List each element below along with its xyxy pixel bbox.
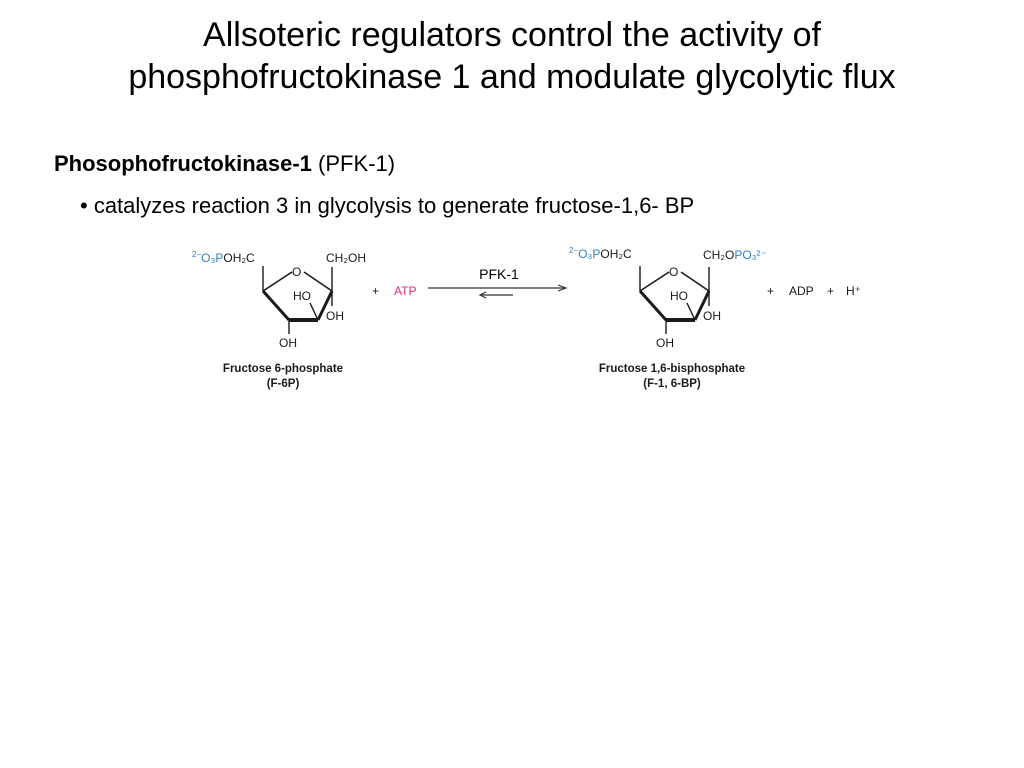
adp-label: ADP (789, 284, 814, 298)
plus-sign: + (372, 284, 379, 298)
proton-label: H⁺ (846, 284, 861, 298)
f16bp-name: Fructose 1,6-bisphosphate (599, 363, 745, 375)
fructose-1-6-bisphosphate-structure: 2−O₃POH₂C O CH₂OPO₃²⁻ HO OH OH Fructose … (569, 246, 767, 390)
f16bp-abbreviation: (F-1, 6-BP) (643, 378, 701, 390)
ring-bond (303, 271, 333, 292)
subtitle-abbreviation: (PFK-1) (311, 151, 396, 176)
f6p-name: Fructose 6-phosphate (223, 363, 343, 375)
bullet-point: • catalyzes reaction 3 in glycolysis to … (80, 193, 695, 218)
enzyme-label: PFK-1 (479, 266, 519, 282)
plus-sign: + (767, 284, 774, 298)
ch2opo3-group: CH₂OPO₃²⁻ (703, 248, 767, 262)
ring-bond (680, 271, 710, 292)
title-line-2: phosphofructokinase 1 and modulate glyco… (128, 58, 896, 96)
title-line-1: Allsoteric regulators control the activi… (203, 16, 821, 54)
substituent-bond (309, 302, 319, 321)
oh-group-bottom: OH (279, 336, 297, 350)
ring-bond-bold (316, 290, 334, 321)
ho-group: HO (670, 289, 688, 303)
forward-arrowhead (557, 284, 568, 292)
ring-bond (639, 271, 670, 292)
oh-group-right: OH (703, 309, 721, 323)
phosphate-group: 2−O₃POH₂C (569, 246, 632, 261)
plus-sign: + (827, 284, 834, 298)
slide-title: Allsoteric regulators control the activi… (0, 14, 1024, 98)
atp-label: ATP (394, 284, 416, 298)
ho-group: HO (293, 289, 311, 303)
phosphate-group: 2−O₃POH₂C (192, 250, 255, 265)
ring-bond-bold (261, 289, 291, 322)
ring-bond-bold (693, 290, 711, 321)
ring-bond (262, 271, 293, 292)
substituent-bond (686, 302, 696, 321)
ring-bond-bold (638, 289, 668, 322)
fructose-6-phosphate-structure: 2−O₃POH₂C O CH₂OH HO OH OH Fructose 6-ph… (192, 250, 366, 390)
f6p-abbreviation: (F-6P) (267, 378, 300, 390)
equilibrium-arrow (428, 284, 568, 299)
subtitle-enzyme-name: Phosophofructokinase-1 (54, 151, 312, 176)
ch2oh-group: CH₂OH (326, 251, 366, 265)
ring-oxygen: O (292, 265, 301, 279)
ring-oxygen: O (669, 265, 678, 279)
oh-group-right: OH (326, 309, 344, 323)
reverse-arrowhead (478, 291, 487, 299)
oh-group-bottom: OH (656, 336, 674, 350)
subtitle: Phosophofructokinase-1 (PFK-1) (54, 150, 395, 178)
reaction-scheme: 2−O₃POH₂C O CH₂OH HO OH OH Fructose 6-ph… (192, 246, 861, 390)
